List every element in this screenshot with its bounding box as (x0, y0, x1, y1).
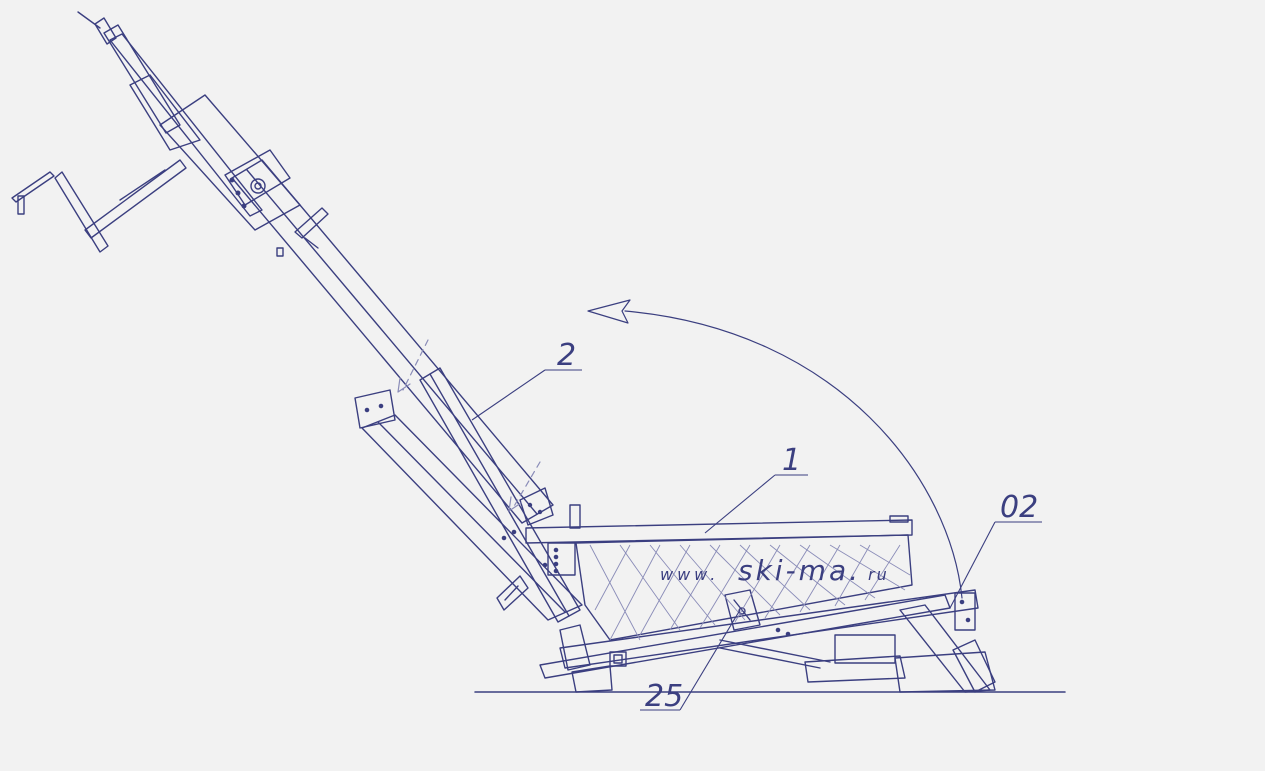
callout-25: 25 (645, 679, 683, 714)
callout-1: 1 (782, 443, 801, 478)
detached-plate (354, 389, 583, 621)
callout-labels: 2 1 02 25 (557, 338, 1038, 714)
callout-02: 02 (1000, 490, 1038, 525)
watermark-prefix: www. (660, 565, 719, 584)
watermark: www. ski-ma. ru (660, 554, 889, 587)
tilted-column (77, 11, 581, 623)
base-frame (525, 504, 996, 693)
guide-arrows (397, 339, 541, 512)
rotation-arrow (587, 299, 963, 599)
mesh-pattern (589, 544, 911, 641)
watermark-suffix: ru (868, 565, 889, 584)
crank-arm (11, 159, 187, 253)
callout-2: 2 (557, 338, 576, 373)
callout-leaders (471, 369, 1042, 711)
watermark-main: ski-ma. (738, 554, 861, 587)
